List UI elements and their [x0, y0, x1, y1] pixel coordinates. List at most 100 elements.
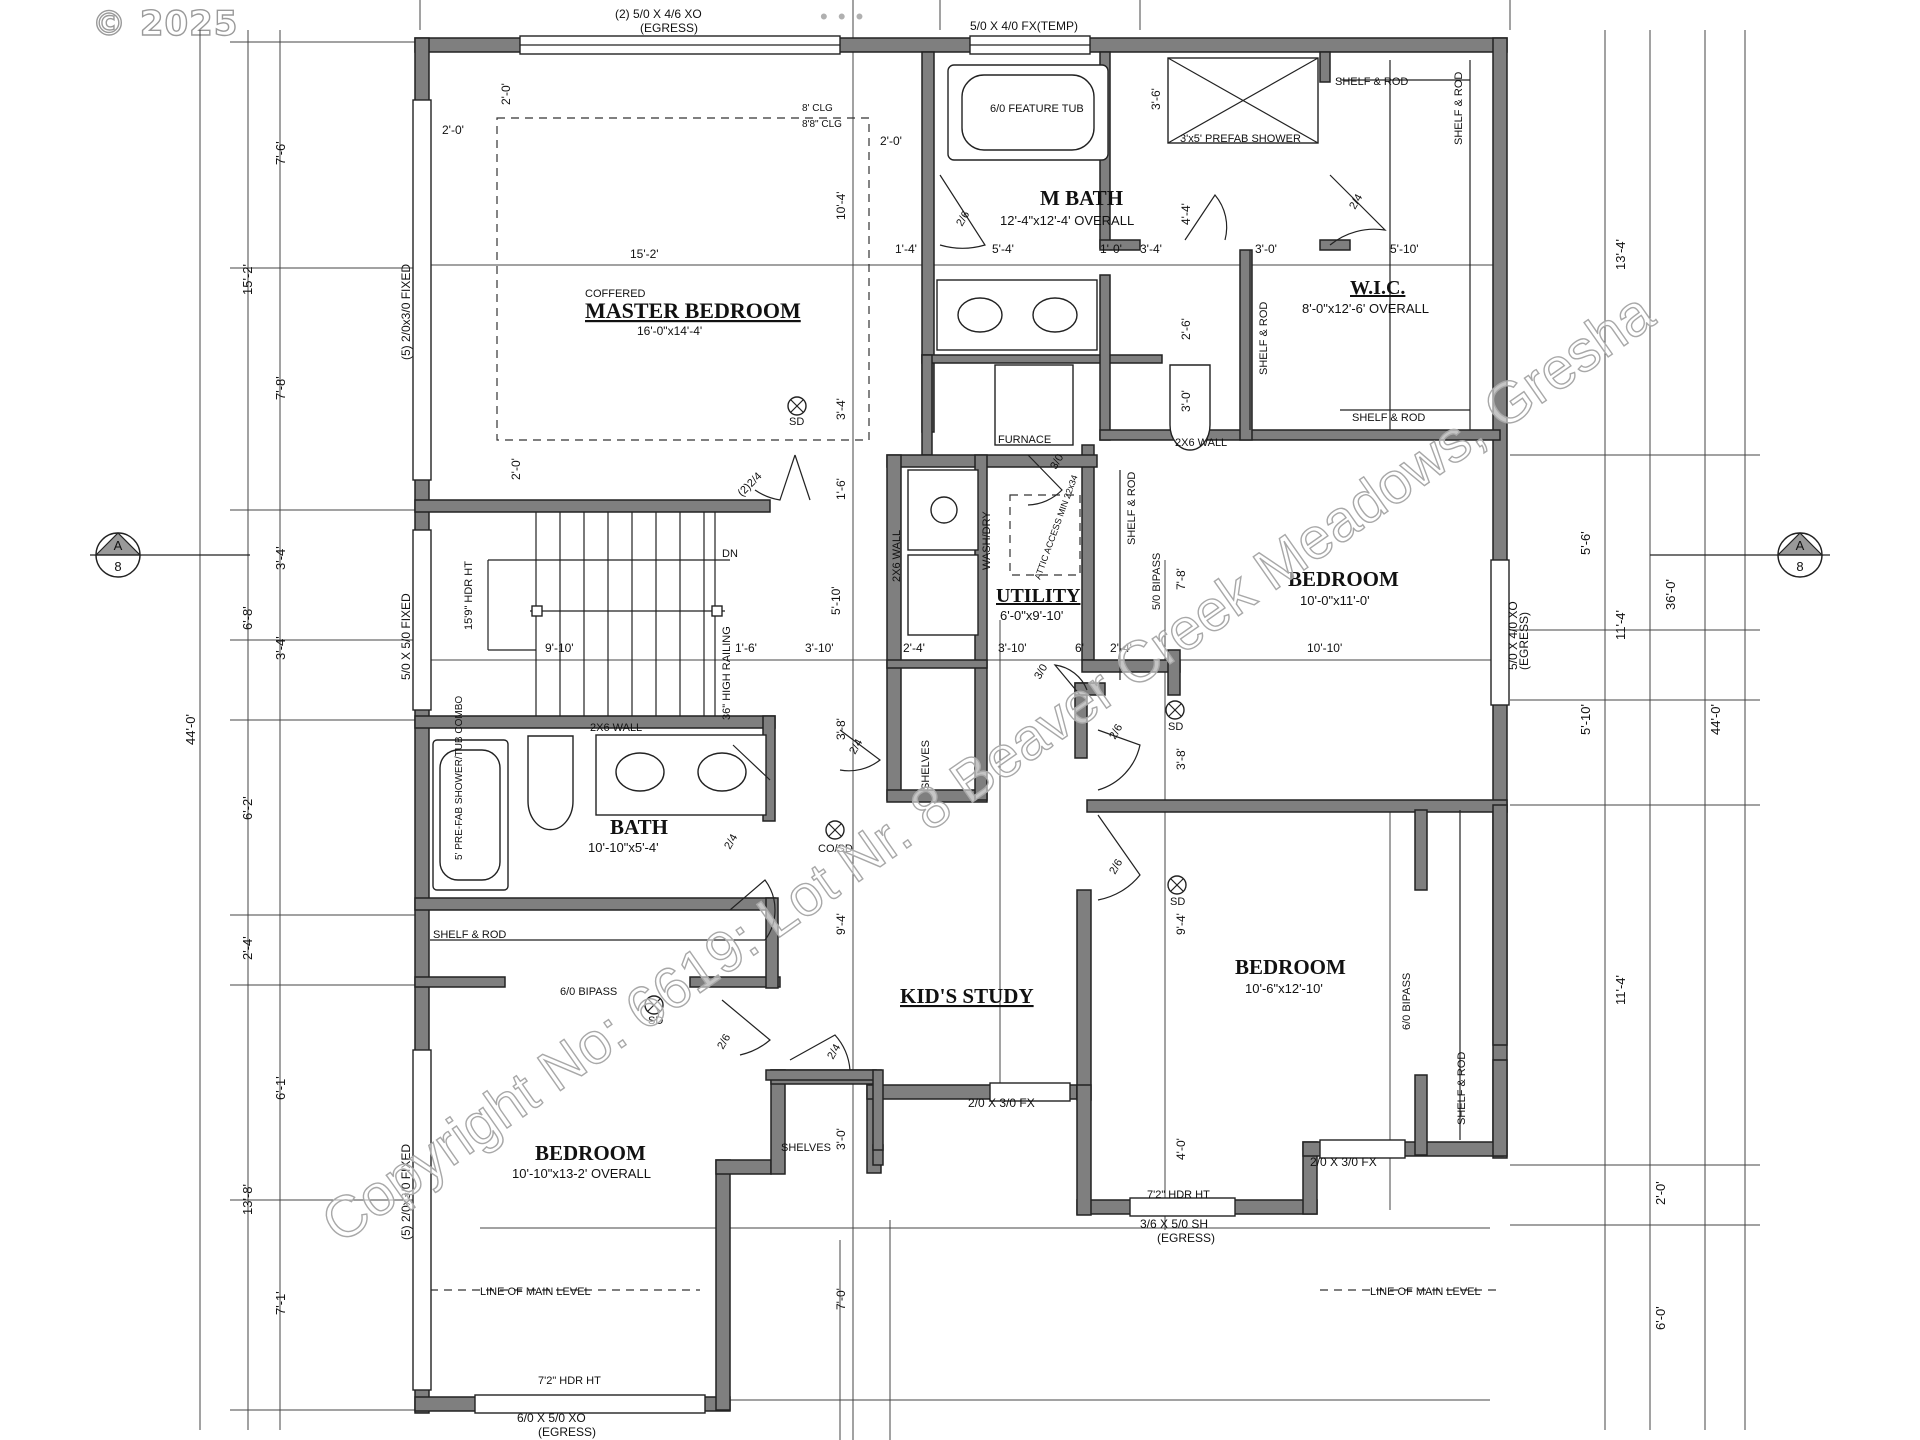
shelves-study: SHELVES: [781, 1142, 831, 1154]
door-3-0-util: 3/0: [1032, 662, 1050, 681]
main-level-left: LINE OF MAIN LEVEL: [480, 1286, 591, 1298]
hdr-72-bed: 7'2" HDR HT: [1147, 1189, 1210, 1201]
window-top-left: (2) 5/0 X 4/6 XO: [615, 7, 702, 21]
hdr-72-bottom: 7'2" HDR HT: [538, 1375, 601, 1387]
dim-5-4: 5'-4': [992, 242, 1014, 256]
windows: [412, 35, 1510, 1414]
left-7-6: 7'-6': [273, 141, 288, 165]
window-right: 5/0 X 4/0 XO: [1506, 601, 1520, 670]
bedroom-right-bottom-label: BEDROOM: [1235, 955, 1346, 979]
left-3-4: 3'-4': [273, 546, 288, 570]
left-13-8: 13'-8': [240, 1184, 255, 1215]
wash-dry-label: WASH/DRY: [981, 511, 993, 570]
dim-10-4: 10'-4': [834, 191, 848, 220]
dim-1-4: 1'-4': [895, 242, 917, 256]
window-top-right: 5/0 X 4/0 FX(TEMP): [970, 19, 1078, 33]
right-5-10: 5'-10': [1578, 704, 1593, 735]
left-3-4b: 3'-4': [273, 636, 288, 660]
dim-9-4: 9'-4': [834, 913, 848, 935]
dim-2-0-mbath: 2'-0': [880, 134, 902, 148]
right-5-6: 5'-6': [1578, 531, 1593, 555]
dim-7-0: 7'-0': [834, 1288, 848, 1310]
wic-2x6-wall: 2X6 WALL: [1175, 437, 1227, 449]
section-letter-left: A: [114, 538, 123, 553]
dim-3-4: 3'-4': [834, 398, 848, 420]
right-11-4b: 11'-4': [1613, 975, 1628, 1005]
dim-7-8: 7'-8': [1174, 568, 1188, 590]
main-level-right: LINE OF MAIN LEVEL: [1370, 1286, 1481, 1298]
walls: [414, 37, 1508, 1414]
bedroom-right-top-size: 10'-0"x11'-0': [1300, 593, 1370, 608]
dim-1-6: 1'-6': [834, 478, 848, 500]
bipass-left: 6/0 BIPASS: [560, 986, 617, 998]
dim-3-8: 3'-8': [834, 718, 848, 740]
window-study: 2/0 X 3/0 FX: [968, 1096, 1035, 1110]
master-pre-label: COFFERED: [585, 288, 646, 300]
dim-3-4b: 3'-4': [1140, 242, 1162, 256]
clg-8: 8' CLG: [802, 103, 833, 114]
door-2-4-bath: 2/4: [722, 832, 740, 851]
right-36: 36'-0': [1663, 579, 1678, 610]
left-6-1: 6'-1': [273, 1076, 288, 1100]
door-2-4-study: 2/4: [825, 1042, 843, 1061]
shelf-rod-top: SHELF & ROD: [1335, 76, 1408, 88]
feature-tub-label: 6/0 FEATURE TUB: [990, 103, 1084, 115]
dim-15-2: 15'-2': [630, 247, 659, 261]
section-letter-right: A: [1796, 538, 1805, 553]
kids-study-label: KID'S STUDY: [900, 984, 1034, 1008]
door-2-6-bedleft: 2/6: [715, 1032, 733, 1051]
prefab-shower-label: 3'x5' PREFAB SHOWER: [1180, 133, 1301, 145]
utility-size: 6'-0"x9'-10': [1000, 608, 1063, 623]
sd-bedroom-bottom: SD: [1170, 896, 1185, 908]
dim-3-10b: 3'-10': [998, 641, 1027, 655]
door-swings: [721, 174, 1387, 1071]
shelf-rod-utility: SHELF & ROD: [1126, 472, 1138, 545]
dim-2-4: 2'-4': [903, 641, 925, 655]
door-2-6-bed2: 2/6: [1107, 857, 1125, 876]
dim-2-0-side: 2'-0': [509, 458, 523, 480]
master-bedroom-label: MASTER BEDROOM: [585, 298, 801, 323]
sd-hall: SD: [648, 1015, 663, 1027]
left-44: 44'-0': [183, 714, 198, 745]
dim-9-4b: 9'-4': [1174, 913, 1188, 935]
bedroom-right-top-label: BEDROOM: [1288, 567, 1399, 591]
wic-size: 8'-0"x12'-6' OVERALL: [1302, 301, 1429, 316]
more-dots: • • •: [820, 4, 866, 29]
door-2-6-mbath: 2/6: [954, 209, 972, 228]
dim-4-0: 4'-0': [1174, 1138, 1188, 1160]
fixtures: [430, 57, 1471, 1140]
dim-5-10: 5'-10': [1390, 242, 1419, 256]
window-left-lower: (5) 2/0x3/0 FIXED: [399, 1144, 413, 1240]
door-2-2-4: (2)2/4: [736, 470, 765, 499]
bipass-right: 6/0 BIPASS: [1401, 973, 1413, 1030]
dim-1-0: 1'-0': [1100, 242, 1122, 256]
stair-dn: DN: [722, 548, 738, 560]
left-6-8: 6'-8': [240, 606, 255, 630]
dim-10-10: 10'-10': [1307, 641, 1342, 655]
shelf-rod-bed: SHELF & ROD: [1456, 1052, 1468, 1125]
window-bottom: 6/0 X 5/0 XO: [517, 1411, 586, 1425]
dim-9-10: 9'-10': [545, 641, 574, 655]
section-number-right: 8: [1796, 559, 1803, 574]
co-sd: CO/SD: [818, 843, 853, 855]
dim-4-4: 4'-4': [1179, 203, 1193, 225]
high-railing-label: 36" HIGH RAILING: [721, 626, 733, 720]
right-6-0: 6'-0': [1653, 1306, 1668, 1330]
dim-3-6: 3'-6': [1149, 88, 1163, 110]
dim-top-2-0: 2'-0': [442, 123, 464, 137]
shelf-rod-wic-left: SHELF & ROD: [1258, 302, 1270, 375]
dim-3-0v: 3'-0': [1179, 390, 1193, 412]
sd-bedroom-top: SD: [1168, 721, 1183, 733]
dim-3-0c: 3'-0': [834, 1128, 848, 1150]
copyright-mark: © 2025: [91, 3, 239, 44]
dim-3-8b: 3'-8': [1174, 748, 1188, 770]
section-marker-left: [90, 532, 250, 578]
window-right-egress: (EGRESS): [1517, 612, 1531, 670]
dashed-lines: [430, 117, 1500, 1291]
door-2-4-shelves: 2/4: [847, 737, 865, 756]
attic-access-label: ATTIC ACCESS MIN 22x34: [1032, 474, 1079, 581]
bedroom-left-size: 10'-10"x13-2' OVERALL: [512, 1166, 651, 1181]
window-bed-bottom: 3/6 X 5/0 SH: [1140, 1217, 1208, 1231]
window-top-left-egress: (EGRESS): [640, 21, 698, 35]
